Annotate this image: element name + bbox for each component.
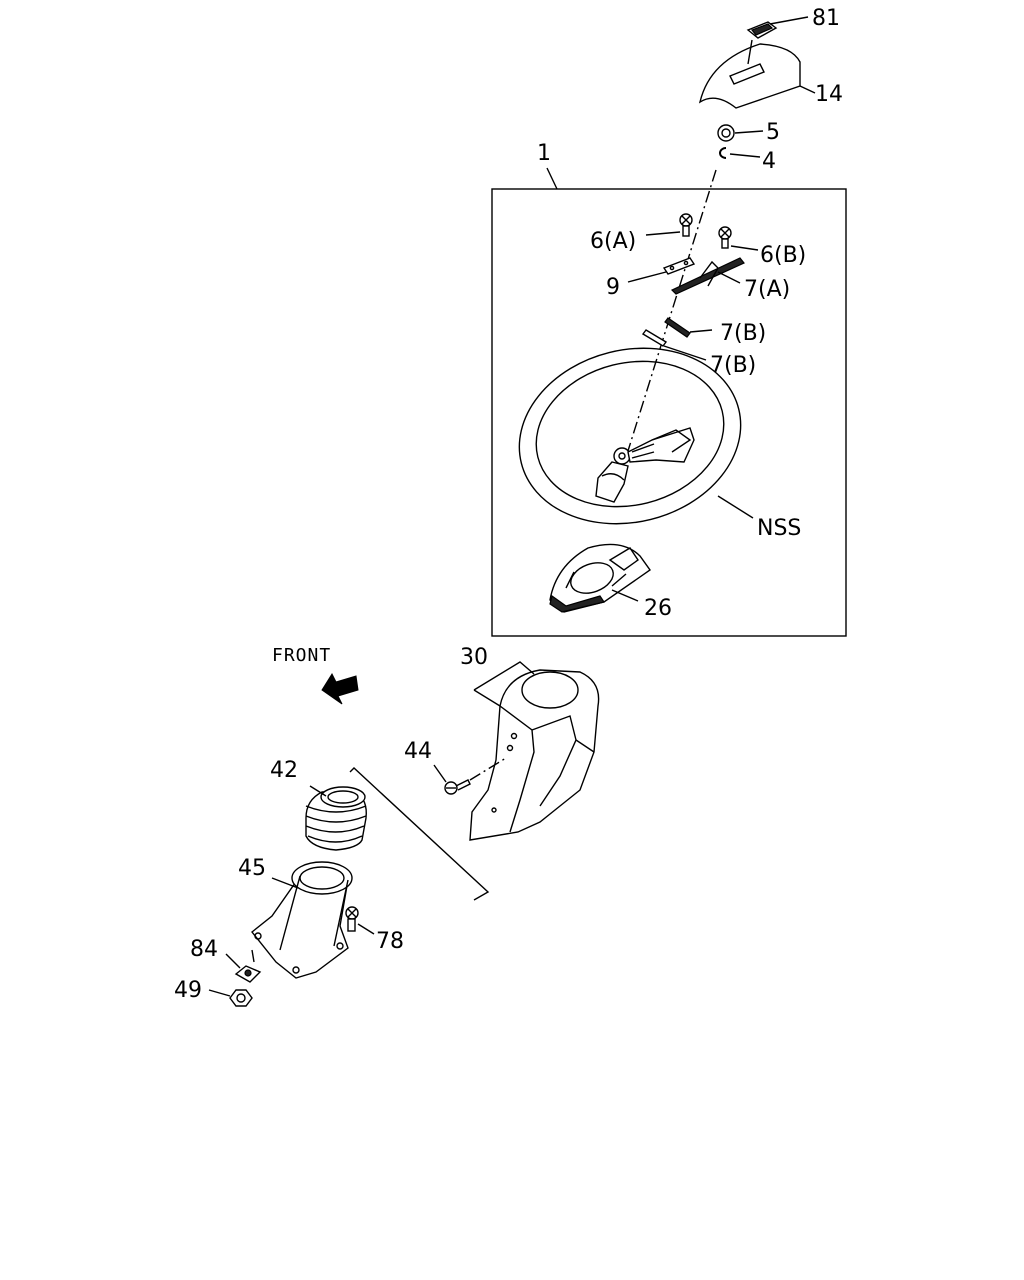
part-81-horn-button <box>746 16 809 39</box>
part-5-nut <box>717 124 764 142</box>
part-6b-screw <box>718 226 759 251</box>
front-direction-indicator <box>321 672 359 705</box>
part-26-lower-cover <box>549 543 651 613</box>
label-9: 9 <box>606 275 620 300</box>
part-30-column-cover <box>469 661 600 841</box>
part-84-plate <box>225 949 262 983</box>
label-42: 42 <box>270 758 298 783</box>
label-78: 78 <box>376 929 404 954</box>
part-14-horn-cover <box>698 39 816 109</box>
part-49-nut <box>208 989 253 1007</box>
label-1: 1 <box>537 141 551 166</box>
part-44-screw <box>433 757 507 795</box>
label-30: 30 <box>460 645 488 670</box>
label-84: 84 <box>190 937 218 962</box>
part-1-wheel-assembly-box <box>491 167 847 637</box>
part-7a-contact-plate <box>670 257 745 295</box>
label-6b: 6(B) <box>760 243 806 268</box>
label-81: 81 <box>812 6 840 31</box>
label-4: 4 <box>762 149 776 174</box>
part-6a-screw <box>645 213 693 237</box>
label-7b-lower: 7(B) <box>710 353 756 378</box>
label-nss: NSS <box>757 516 801 541</box>
label-45: 45 <box>238 856 266 881</box>
label-26: 26 <box>644 596 672 621</box>
label-5: 5 <box>766 120 780 145</box>
part-7b-plate-upper <box>664 317 713 338</box>
part-45-cone-housing <box>251 861 353 979</box>
label-14: 14 <box>815 82 843 107</box>
label-49: 49 <box>174 978 202 1003</box>
steering-wheel-nss <box>518 347 754 525</box>
label-7a: 7(A) <box>744 277 790 302</box>
part-7b-plate-lower <box>641 329 707 361</box>
label-44: 44 <box>404 739 432 764</box>
label-7b-upper: 7(B) <box>720 321 766 346</box>
label-front: FRONT <box>272 645 331 666</box>
part-42-bellows-boot <box>305 767 490 901</box>
part-78-bolt <box>345 906 375 935</box>
part-9-bracket <box>627 257 696 283</box>
part-4-washer <box>719 147 761 159</box>
front-arrow-icon <box>321 672 359 705</box>
label-6a: 6(A) <box>590 229 636 254</box>
